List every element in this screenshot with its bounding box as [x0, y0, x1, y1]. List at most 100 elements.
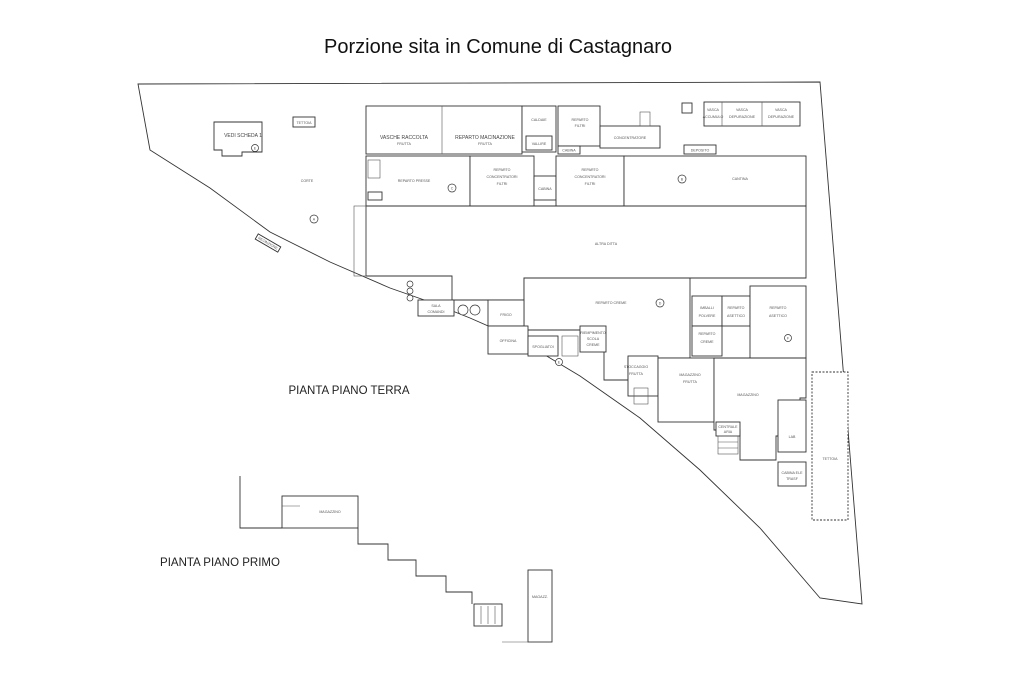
vasca2-a: VASCA [736, 108, 749, 112]
lab-label: LAB [789, 435, 796, 439]
tettoia-top: TETTOIA [292, 116, 316, 128]
vasche-raccolta-sub: FRUTTA [397, 142, 412, 146]
rc-a: REPARTO [582, 168, 599, 172]
recinzione-tag: RECINZIONE [254, 233, 282, 253]
magazzino-frutta-b: FRUTTA [683, 380, 698, 384]
ra-a: REPARTO [770, 306, 787, 310]
frigo-label: FRIGO [500, 313, 512, 317]
altra-ditta-label: ALTRA DITTA [595, 242, 618, 246]
ra-b: ASETTICO [769, 314, 787, 318]
reparto-macinazione-sub: FRUTTA [478, 142, 493, 146]
marker-d: D [659, 302, 662, 306]
vedi-scheda-building: VEDI SCHEDA 1 E [213, 121, 263, 157]
concentratore-room: CONCENTRATORE [599, 111, 661, 149]
rcf-c: FILTRI [497, 182, 508, 186]
vasche-depurazione-block: VASCA ACCUMULO VASCA DEPURAZIONE VASCA D… [681, 101, 801, 127]
imballi-a: IMBALLI [700, 306, 714, 310]
imballi-b: POLVERE [699, 314, 716, 318]
frigo-room: FRIGO [487, 299, 525, 327]
vasca2-b: DEPURAZIONE [729, 115, 756, 119]
tettoia-top-label: TETTOIA [296, 121, 312, 125]
magazzino-upper-label: MAGAZZINO [319, 510, 341, 514]
cabina3-b: TRASF [786, 477, 799, 481]
riempimento-room: RIEMPIMENTO SCOLA CREME [561, 325, 607, 357]
marker-b: B [681, 178, 684, 182]
sala-comandi-room: SALA COMANDI [417, 299, 455, 317]
ras-a: REPARTO [728, 306, 745, 310]
imballi-room: IMBALLI POLVERE [691, 295, 723, 327]
rc-c: FILTRI [585, 182, 596, 186]
riempimento-b: SCOLA [587, 337, 600, 341]
spogliatoi-label: SPOGLIATOI [532, 345, 553, 349]
magazzino-frutta-a: MAGAZZINO [679, 373, 701, 377]
vasca3-b: DEPURAZIONE [768, 115, 795, 119]
marker-e-top: E [254, 147, 257, 151]
rcs-b: CREME [701, 340, 715, 344]
reparto-creme-label: REPARTO CREME [596, 301, 628, 305]
tanks-left [406, 280, 481, 316]
reparto-creme-small-room: REPARTO CREME [691, 325, 723, 357]
officina-label: OFFICINA [500, 339, 517, 343]
reparto-asettico-small-room: REPARTO ASETTICO [721, 295, 751, 327]
cabina-trasf-room: CABINA ELE TRASF [777, 461, 807, 487]
reparto-filtri-top-b: FILTRI [575, 124, 586, 128]
plan-title: Porzione sita in Comune di Castagnaro [324, 36, 672, 58]
reparto-concentratori-room: REPARTO CONCENTRATORI FILTRI [555, 155, 625, 207]
vallire-label: VALLIRE [532, 142, 547, 146]
centrale-b: ARIA [724, 430, 733, 434]
cantina-label: CANTINA [732, 177, 748, 181]
vasca1-a: VASCA [707, 108, 720, 112]
ground-floor-label: PIANTA PIANO TERRA [289, 385, 410, 397]
rcf-a: REPARTO [494, 168, 511, 172]
rcf-b: CONCENTRATORI [486, 175, 517, 179]
stoccaggio-a: STOCCAGGIO [624, 365, 648, 369]
reparto-filtri-top-a: REPARTO [572, 118, 589, 122]
caldaie-room: CALDAIE VALLIRE [521, 105, 557, 153]
centrale-a: CENTRALE [718, 425, 738, 429]
rc-b: CONCENTRATORI [574, 175, 605, 179]
marker-e: E [558, 361, 561, 365]
vedi-scheda-label: VEDI SCHEDA 1 [224, 133, 262, 139]
lab-room: LAB [777, 399, 807, 453]
reparto-macinazione-label: REPARTO MACINAZIONE [455, 135, 515, 141]
riempimento-c: CREME [587, 343, 601, 347]
caldaie-label: CALDAIE [531, 118, 547, 122]
cabina-top-label: CABINA [562, 149, 576, 153]
marker-f: F [787, 337, 790, 341]
stoccaggio-b: FRUTTA [629, 372, 644, 376]
spogliatoi-room: SPOGLIATOI E [527, 335, 563, 366]
reparto-presse-label: REPARTO PRESSE [398, 179, 431, 183]
reparto-filtri-top-room: REPARTO FILTRI CABINA [557, 105, 601, 155]
tettoia-right-label: TETTOIA [822, 457, 838, 461]
reparto-asettico-room: REPARTO ASETTICO F [749, 285, 807, 359]
concentratore-label: CONCENTRATORE [614, 136, 647, 140]
rcs-a: REPARTO [699, 332, 716, 336]
ras-b: ASETTICO [727, 314, 745, 318]
magazz-lower-label: MAGAZZ. [532, 595, 548, 599]
first-floor-label: PIANTA PIANO PRIMO [160, 557, 280, 569]
marker-c: C [451, 187, 454, 191]
vasche-raccolta-label: VASCHE RACCOLTA [380, 135, 429, 141]
centrale-aria-room: CENTRALE ARIA [715, 421, 741, 455]
magazzino-label: MAGAZZINO [737, 393, 759, 397]
sala-comandi-a: SALA [431, 304, 441, 308]
vasche-raccolta-room: VASCHE RACCOLTA FRUTTA REPARTO MACINAZIO… [365, 105, 523, 155]
sala-comandi-b: COMANDI [428, 310, 445, 314]
tettoia-right: TETTOIA [811, 371, 849, 521]
vasca3-a: VASCA [775, 108, 788, 112]
stoccaggio-room: STOCCAGGIO FRUTTA [624, 355, 659, 405]
cantina-room: CANTINA B [623, 155, 807, 207]
vasca1-b: ACCUMULO [703, 115, 724, 119]
recinzione-label: RECINZIONE [257, 236, 279, 251]
riempimento-a: RIEMPIMENTO [580, 331, 605, 335]
cabina3-a: CABINA ELE [782, 471, 804, 475]
magazzino-frutta-room: MAGAZZINO FRUTTA [657, 357, 715, 423]
cabina-mid-room: CABINA [533, 175, 557, 201]
first-floor-plan: MAGAZZINO MAGAZZ. [239, 476, 553, 643]
deposito-room: DEPOSITO [683, 144, 717, 155]
reparto-concentratori-filtri-room: REPARTO CONCENTRATORI FILTRI [469, 155, 535, 207]
cabina-mid-label: CABINA [538, 187, 552, 191]
officina-room: OFFICINA [487, 325, 529, 355]
reparto-presse-room: REPARTO PRESSE C [365, 155, 471, 207]
